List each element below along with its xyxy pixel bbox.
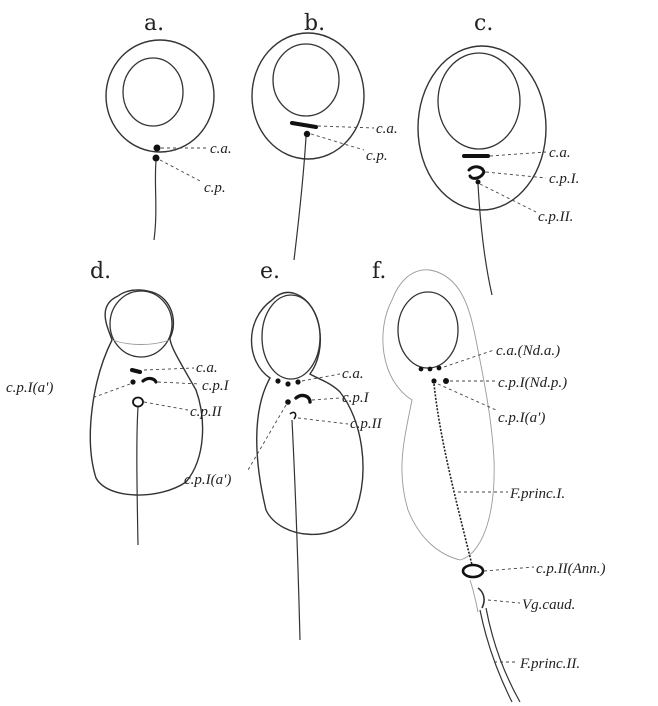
panel-e-label-cp1: c.p.I [342, 390, 370, 406]
panel-d-nucleus-edge [112, 340, 170, 345]
panel-d-leader-cp1 [158, 382, 200, 384]
panel-e-anterior-centrosome-1 [275, 378, 280, 383]
panel-b-nucleus [273, 44, 339, 116]
panel-f-label-cp2: c.p.II(Ann.) [536, 561, 606, 577]
panel-a-cell [106, 40, 214, 152]
panel-d-flagellum [137, 407, 138, 545]
panel-e-posterior-centrosome-1 [296, 395, 310, 402]
panel-f-leader-cp1a [438, 384, 496, 410]
panel-b-flagellum [294, 137, 306, 260]
panel-a-anterior-centrosome [154, 145, 161, 152]
panel-d-leader-cp1a [92, 384, 130, 398]
panel-f-label-vg: Vg.caud. [522, 597, 575, 613]
panel-e-label-ca: c.a. [342, 366, 364, 382]
panel-a-leader-cp [160, 160, 202, 182]
panel-e-letter: e. [260, 259, 280, 284]
panel-c-label-ca: c.a. [549, 145, 571, 161]
panel-f-principal-filament-1 [434, 384, 472, 565]
panel-d-leader-cp2 [144, 402, 188, 410]
panel-b: b. c.a. c.p. [252, 11, 398, 260]
panel-e: e. c.a. c.p.I c.p.II c.p.I(a') [184, 259, 383, 640]
panel-c-letter: c. [474, 11, 493, 36]
panel-f-annulus [463, 565, 483, 577]
panel-d-leader-ca [144, 368, 194, 370]
panel-f-anterior-centrosome-2 [428, 367, 433, 372]
panel-e-anterior-centrosome-3 [295, 379, 300, 384]
panel-f-principal-filament-2a [480, 610, 512, 702]
panel-e-leader-cp2 [298, 418, 348, 424]
panel-a-flagellum [154, 161, 156, 240]
panel-c-leader-ca [490, 152, 546, 156]
panel-c-nucleus [438, 53, 520, 149]
panel-f-nucleus [398, 292, 458, 368]
panel-d-label-cp2: c.p.II [190, 404, 223, 420]
panel-d-nucleus [110, 291, 172, 357]
panel-f: f. c.a.(Nd.a.) c.p.I(Nd.p.) c.p.I(a') F.… [372, 259, 606, 702]
panel-b-label-cp: c.p. [366, 148, 388, 164]
panel-f-caudal-sheath [478, 588, 484, 608]
panel-d-label-ca: c.a. [196, 360, 218, 376]
panel-c-label-cp2: c.p.II. [538, 209, 573, 225]
panel-b-label-ca: c.a. [376, 121, 398, 137]
panel-f-posterior-centrosome-1b [443, 378, 449, 384]
panel-a: a. c.a. c.p. [106, 11, 232, 240]
panel-d-label-cp1a: c.p.I(a') [6, 380, 53, 396]
panel-c-leader-cp1 [486, 172, 546, 178]
panel-e-label-cp1a: c.p.I(a') [184, 472, 231, 488]
panel-f-cell [383, 270, 494, 560]
panel-e-posterior-centrosome-2 [290, 412, 296, 419]
panel-b-cell [252, 33, 364, 159]
panel-d: d. c.a. c.p.I c.p.I(a') c.p.II [6, 259, 230, 545]
panel-f-anterior-centrosome-1 [419, 367, 424, 372]
panel-e-anterior-centrosome-2 [285, 381, 290, 386]
panel-b-anterior-centrosome [292, 123, 316, 127]
panel-c: c. c.a. c.p.I. c.p.II. [418, 11, 579, 295]
panel-b-posterior-centrosome [304, 131, 310, 137]
panel-f-letter: f. [372, 259, 386, 284]
panel-b-letter: b. [304, 11, 325, 36]
panel-f-leader-vg [488, 600, 520, 603]
panel-d-letter: d. [90, 259, 111, 284]
panel-e-label-cp2: c.p.II [350, 416, 383, 432]
panel-b-leader-ca [318, 126, 374, 128]
panel-d-posterior-centrosome-2 [133, 398, 143, 407]
panel-c-leader-cp2 [480, 184, 536, 212]
panel-e-leader-cp1a [248, 405, 286, 470]
panel-d-anterior-centrosome [132, 370, 140, 372]
panel-a-label-cp: c.p. [204, 180, 226, 196]
panel-e-nucleus [262, 295, 320, 379]
panel-c-label-cp1: c.p.I. [549, 171, 579, 187]
panel-e-cell [252, 292, 363, 534]
panel-e-flagellum [292, 420, 300, 640]
panel-f-anterior-centrosome-3 [437, 366, 442, 371]
panel-e-posterior-centrosome-1a [285, 399, 291, 405]
panel-f-label-fprinc2: F.princ.II. [519, 656, 580, 672]
panel-e-leader-cp1 [312, 398, 340, 400]
panel-d-posterior-centrosome-1 [143, 378, 156, 382]
panel-c-posterior-centrosome-2 [476, 180, 481, 185]
panel-a-label-ca: c.a. [210, 141, 232, 157]
panel-f-label-cp1: c.p.I(Nd.p.) [498, 375, 567, 391]
panel-c-posterior-centrosome-1 [469, 167, 484, 179]
panel-f-label-fprinc1: F.princ.I. [509, 486, 565, 502]
panel-f-label-ca: c.a.(Nd.a.) [496, 343, 560, 359]
panel-a-posterior-centrosome [153, 155, 160, 162]
panel-b-leader-cp [311, 134, 364, 150]
panel-f-tail-sheath [470, 580, 478, 612]
panel-a-nucleus [123, 58, 183, 126]
panel-a-letter: a. [144, 11, 164, 36]
panel-d-label-cp1: c.p.I [202, 378, 230, 394]
panel-f-leader-cp2 [484, 567, 534, 571]
panel-f-principal-filament-2b [486, 608, 520, 702]
panel-f-label-cp1a: c.p.I(a') [498, 410, 545, 426]
panel-c-flagellum [478, 184, 492, 295]
panel-d-posterior-centrosome-1a [130, 379, 135, 384]
panel-f-posterior-centrosome-1 [431, 378, 436, 383]
